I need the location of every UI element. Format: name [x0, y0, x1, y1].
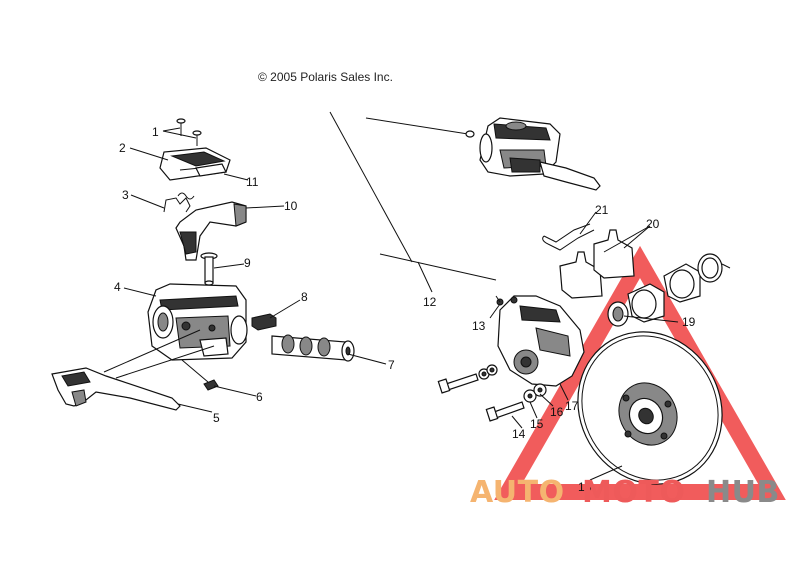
- part-reservoir-cover: [159, 147, 231, 181]
- callout-18: 18: [578, 480, 592, 494]
- callout-2: 2: [119, 141, 126, 155]
- callout-13: 13: [472, 319, 486, 333]
- part-bolts-washers: [437, 364, 547, 422]
- watermark-hub: HUB: [706, 475, 780, 510]
- leader-lines-left: [103, 127, 387, 413]
- callout-11: 11: [246, 175, 259, 189]
- part-brake-lever: [51, 367, 181, 411]
- part-pistons-seals: [607, 253, 723, 327]
- callout-3: 3: [122, 188, 129, 202]
- callout-14: 14: [512, 427, 526, 441]
- part-washer-small: [203, 379, 219, 391]
- part-brake-line: [329, 111, 497, 293]
- callout-17: 17: [565, 399, 579, 413]
- part-lever-arm: [175, 201, 247, 261]
- part-spring: [163, 192, 195, 213]
- part-pin: [200, 252, 218, 286]
- part-plunger: [271, 334, 355, 362]
- callout-1: 1: [152, 125, 159, 139]
- part-diaphragm: [195, 163, 227, 177]
- part-master-cylinder-assembled: [479, 117, 601, 191]
- callout-10: 10: [284, 199, 298, 213]
- part-pad-spring: [542, 223, 595, 251]
- callout-20: 20: [646, 217, 660, 231]
- callout-19: 19: [682, 315, 696, 329]
- callout-8: 8: [301, 290, 308, 304]
- part-brake-disc: [577, 331, 723, 485]
- part-screws: [176, 118, 202, 146]
- part-caliper: [495, 295, 585, 387]
- callout-21: 21: [595, 203, 609, 217]
- callout-9: 9: [244, 256, 251, 270]
- callout-7: 7: [388, 358, 395, 372]
- callout-6: 6: [256, 390, 263, 404]
- part-brake-pads: [559, 229, 635, 299]
- callout-4: 4: [114, 280, 121, 294]
- part-master-cylinder-body: [147, 283, 248, 361]
- copyright-text: © 2005 Polaris Sales Inc.: [258, 70, 393, 84]
- watermark-moto: MOTO: [582, 475, 686, 510]
- callout-16: 16: [550, 405, 564, 419]
- callout-5: 5: [213, 411, 220, 425]
- callout-12: 12: [423, 295, 437, 309]
- callout-labels: 1 2 3 4 5 6 7 8 9 10 11 12 13 14 15 16 1…: [114, 125, 696, 494]
- leader-lines-right: [489, 211, 731, 481]
- watermark-auto: AUTO: [470, 475, 565, 510]
- callout-15: 15: [530, 417, 544, 431]
